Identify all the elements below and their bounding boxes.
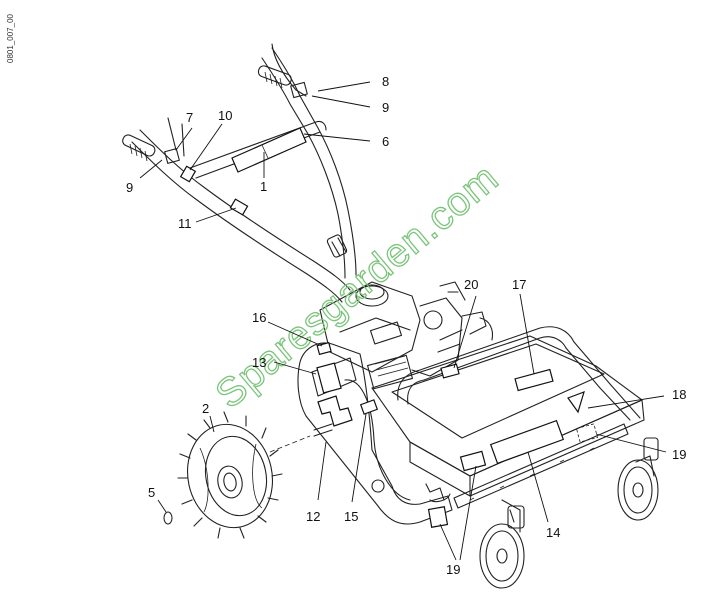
callout-1: 1 (260, 179, 267, 194)
drive-wheel (163, 411, 283, 539)
deck-body (269, 326, 645, 528)
leader-lines (139, 81, 667, 561)
callout-12: 12 (306, 509, 320, 524)
callout-8: 8 (382, 74, 389, 89)
callout-19-right: 19 (672, 447, 686, 462)
callout-17: 17 (512, 277, 526, 292)
callout-7: 7 (186, 110, 193, 125)
callout-5: 5 (148, 485, 155, 500)
callout-2: 2 (202, 401, 209, 416)
engine (319, 281, 494, 390)
callout-11: 11 (178, 216, 192, 231)
callout-20: 20 (464, 277, 478, 292)
watermark-text: Sparesgarden.com (208, 156, 507, 417)
callout-13: 13 (252, 355, 266, 370)
callout-18: 18 (672, 387, 686, 402)
callout-16: 16 (252, 310, 266, 325)
callout-15: 15 (344, 509, 358, 524)
callout-10: 10 (218, 108, 232, 123)
callout-19-bottom: 19 (446, 562, 460, 577)
handlebar (122, 43, 357, 303)
front-wheels (479, 437, 659, 589)
callout-14: 14 (546, 525, 560, 540)
callout-9-left: 9 (126, 180, 133, 195)
callout-6: 6 (382, 134, 389, 149)
callout-9-right: 9 (382, 100, 389, 115)
callout-numbers: 8 9 6 1 7 10 9 11 16 13 2 5 12 15 20 17 … (126, 74, 686, 577)
